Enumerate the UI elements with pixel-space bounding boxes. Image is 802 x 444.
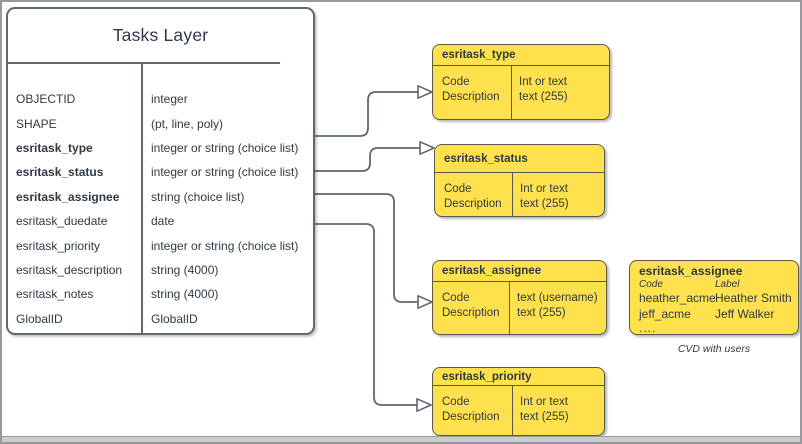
domain-box-title: esritask_type [433, 45, 609, 66]
domain-box-body: Code Description Int or text text (255) [433, 66, 609, 119]
domain-field: Code [444, 183, 472, 195]
domain-field-type: text (username) [517, 292, 598, 304]
field-type: string (choice list) [151, 189, 245, 204]
arrowhead-icon [416, 397, 432, 413]
field-type: date [151, 214, 175, 229]
field-row-esritask-assignee: esritask_assignee string (choice list) [16, 185, 311, 209]
field-type: (pt, line, poly) [151, 116, 224, 131]
connector-esritask-priority [315, 223, 417, 406]
domain-field: Code [442, 396, 470, 408]
horizontal-scrollbar-track[interactable] [2, 436, 800, 442]
field-name: GlobalID [16, 311, 63, 326]
domain-box-esritask-type: esritask_type Code Description Int or te… [432, 44, 610, 120]
field-row-shape: SHAPE (pt, line, poly) [16, 111, 311, 135]
domain-field-type: text (255) [517, 306, 566, 319]
column-divider [141, 62, 143, 333]
field-type: integer or string (choice list) [151, 165, 299, 180]
field-type: GlobalID [151, 311, 198, 326]
field-row-objectid: OBJECTID integer [16, 87, 311, 111]
domain-box-title: esritask_status [435, 145, 604, 173]
domain-box-body: Code Description Int or text text (255) [433, 386, 604, 435]
domain-box-esritask-priority: esritask_priority Code Description Int o… [432, 367, 605, 436]
domain-fields-column: Code Description [433, 386, 513, 435]
domain-field: Description [442, 410, 500, 423]
cvd-user-label: Jeff Walker [715, 306, 775, 321]
cvd-box-title: esritask_assignee [639, 264, 743, 278]
domain-box-title: esritask_priority [433, 368, 604, 386]
cvd-user-code: jeff_acme [639, 306, 691, 321]
domain-types-column: Int or text text (255) [513, 386, 604, 435]
domain-field: Description [442, 90, 500, 103]
field-name: esritask_priority [16, 238, 101, 253]
field-row-esritask-type: esritask_type integer or string (choice … [16, 136, 311, 160]
domain-fields-column: Code Description [435, 173, 513, 216]
cvd-users-box: esritask_assignee Code Label heather_acm… [629, 260, 799, 335]
field-type: string (4000) [151, 287, 219, 302]
domain-field: Description [444, 197, 502, 210]
domain-field: Code [442, 292, 470, 304]
field-row-esritask-priority: esritask_priority integer or string (cho… [16, 233, 311, 257]
field-name: esritask_duedate [16, 214, 108, 229]
field-row-esritask-notes: esritask_notes string (4000) [16, 282, 311, 306]
domain-field-type: text (255) [520, 197, 569, 210]
cvd-user-code: heather_acme [639, 291, 716, 305]
field-name: esritask_description [16, 262, 123, 277]
domain-types-column: Int or text text (255) [512, 66, 609, 119]
field-name: OBJECTID [16, 92, 76, 107]
cvd-ellipsis: .... [639, 321, 657, 335]
field-type: integer or string (choice list) [151, 238, 299, 253]
domain-box-body: Code Description Int or text text (255) [435, 173, 604, 216]
title-separator [8, 62, 280, 64]
field-row-esritask-status: esritask_status integer or string (choic… [16, 160, 311, 184]
domain-fields-column: Code Description [433, 66, 512, 119]
domain-box-esritask-status: esritask_status Code Description Int or … [434, 144, 605, 217]
domain-field: Description [442, 306, 500, 319]
domain-box-esritask-assignee: esritask_assignee Code Description text … [432, 260, 607, 335]
field-type: integer or string (choice list) [151, 140, 299, 155]
field-name: esritask_type [16, 140, 93, 155]
field-list: OBJECTID integer SHAPE (pt, line, poly) … [16, 87, 311, 331]
field-type: integer [151, 92, 188, 107]
field-name: esritask_status [16, 165, 104, 180]
domain-field-type: Int or text [519, 76, 567, 88]
domain-field-type: text (255) [519, 90, 568, 103]
cvd-caption: CVD with users [677, 343, 751, 355]
arrowhead-icon [419, 141, 435, 155]
cvd-header-label: Label [715, 279, 740, 290]
tasks-layer-table: Tasks Layer OBJECTID integer SHAPE (pt, … [6, 7, 315, 335]
cvd-user-row: jeff_acme Jeff Walker [639, 307, 798, 323]
domain-field-type: Int or text [520, 183, 568, 195]
connector-esritask-status [315, 147, 420, 172]
domain-box-body: Code Description text (username) text (2… [433, 282, 606, 334]
tasks-layer-title: Tasks Layer [112, 25, 209, 45]
field-name: esritask_notes [16, 287, 94, 302]
domain-field-type: text (255) [520, 410, 569, 423]
domain-types-column: text (username) text (255) [510, 282, 606, 334]
field-row-esritask-duedate: esritask_duedate date [16, 209, 311, 233]
cvd-header-row: Code Label [639, 278, 798, 291]
domain-types-column: Int or text text (255) [513, 173, 604, 216]
domain-field: Code [442, 76, 470, 88]
cvd-header-code: Code [639, 279, 663, 290]
field-name: esritask_assignee [16, 189, 120, 204]
field-name: SHAPE [16, 116, 57, 131]
connector-esritask-assignee [315, 193, 418, 303]
cvd-user-label: Heather Smith [715, 291, 792, 305]
arrowhead-icon [417, 294, 433, 310]
domain-fields-column: Code Description [433, 282, 510, 334]
field-row-esritask-description: esritask_description string (4000) [16, 258, 311, 282]
arrowhead-icon [417, 85, 433, 99]
cvd-user-row: heather_acme Heather Smith [639, 291, 798, 307]
field-type: string (4000) [151, 262, 219, 277]
field-row-globalid: GlobalID GlobalID [16, 307, 311, 331]
connector-esritask-type [315, 91, 418, 137]
domain-box-title: esritask_assignee [433, 261, 606, 282]
domain-field-type: Int or text [520, 396, 568, 408]
